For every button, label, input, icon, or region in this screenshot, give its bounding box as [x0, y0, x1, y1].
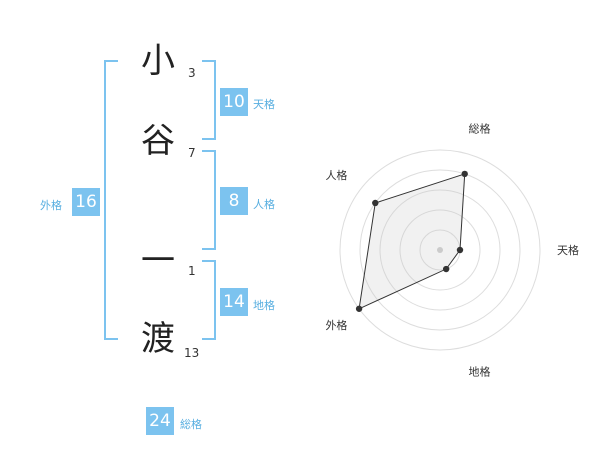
radar-center-dot — [437, 247, 443, 253]
jinkaku-label: 人格 — [253, 198, 275, 211]
jinkaku-bracket — [202, 150, 216, 250]
name-char-1: 小 — [141, 41, 175, 81]
radar-grid-ring-2 — [399, 209, 481, 291]
tenkaku-label: 天格 — [253, 98, 275, 111]
radar-grid-ring-3 — [379, 189, 501, 311]
gaikaku-bracket — [104, 60, 118, 340]
tenkaku-bracket — [202, 60, 216, 140]
gaikaku-label: 外格 — [40, 199, 62, 212]
stroke-count-3: 1 — [188, 264, 196, 278]
radar-point-1 — [461, 170, 468, 178]
name-char-2: 谷 — [141, 121, 175, 161]
radar-axis-label-2: 天格 — [557, 243, 579, 257]
name-char-3: 一 — [141, 241, 175, 281]
stroke-count-4: 13 — [184, 346, 200, 360]
radar-point-2 — [456, 246, 464, 254]
chikaku-value-badge: 14 — [220, 288, 248, 316]
stroke-count-1: 3 — [188, 66, 196, 80]
gaikaku-value-badge: 16 — [72, 188, 100, 216]
radar-axis-label-4: 外格 — [325, 318, 347, 332]
stroke-count-2: 7 — [188, 146, 196, 160]
soukaku-value-badge: 24 — [146, 407, 174, 435]
radar-axis-label-5: 人格 — [325, 168, 347, 182]
name-char-4: 渡 — [141, 319, 175, 359]
radar-series-polygon — [358, 173, 466, 310]
radar-point-5 — [372, 199, 379, 207]
jinkaku-value-badge: 8 — [220, 187, 248, 215]
radar-axis-label-3: 地格 — [469, 365, 491, 379]
radar-grid-ring-4 — [359, 169, 521, 331]
radar-point-4 — [355, 305, 363, 312]
tenkaku-value-badge: 10 — [220, 88, 248, 116]
radar-point-3 — [442, 265, 450, 273]
radar-grid-ring-5 — [339, 149, 541, 351]
radar-axis-label-1: 総格 — [469, 121, 491, 135]
soukaku-label: 総格 — [180, 418, 202, 431]
chikaku-label: 地格 — [253, 299, 275, 312]
chikaku-bracket — [202, 260, 216, 340]
